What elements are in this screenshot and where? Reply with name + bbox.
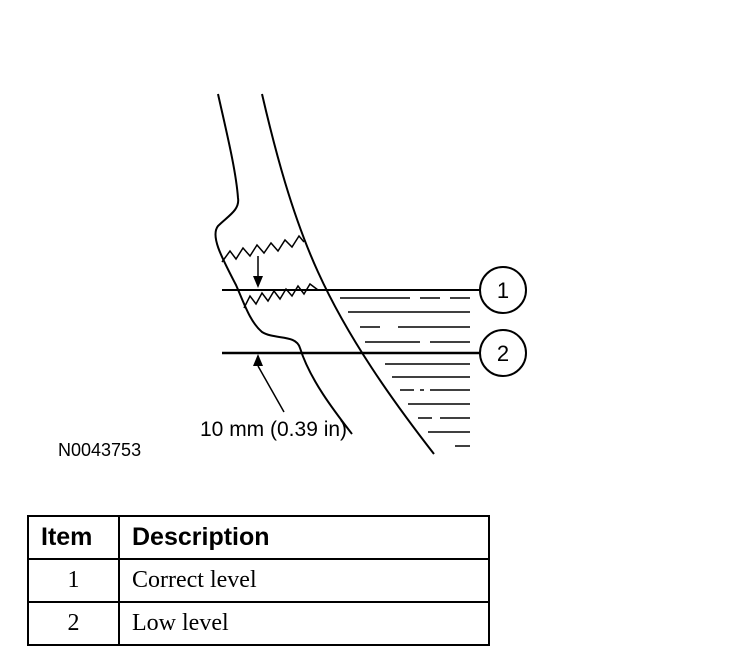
legend-table: Item Description 1 Correct level 2 Low l… xyxy=(27,515,490,646)
legend-item-description: Correct level xyxy=(118,558,490,603)
fluid-level-diagram: 1 2 10 mm (0.39 in) N0043753 xyxy=(58,93,527,460)
legend-header-row: Item Description xyxy=(27,515,490,560)
callout-1: 1 xyxy=(479,266,527,314)
legend-header-description: Description xyxy=(118,515,490,560)
lower-break-line xyxy=(243,282,319,309)
dimension-label: 10 mm (0.39 in) xyxy=(200,418,347,441)
table-row: 2 Low level xyxy=(27,601,490,646)
callout-2: 2 xyxy=(479,329,527,377)
legend-header-item: Item xyxy=(27,515,120,560)
dimension-arrow-head-down xyxy=(253,276,263,288)
container-outer-wall xyxy=(261,93,435,455)
dipstick-outline xyxy=(214,93,353,435)
fluid-hatching xyxy=(340,297,470,447)
dimension-arrow-head-up xyxy=(253,354,263,366)
legend-item-description: Low level xyxy=(118,601,490,646)
table-row: 1 Correct level xyxy=(27,558,490,603)
figure-code: N0043753 xyxy=(58,440,141,460)
callout-1-number: 1 xyxy=(497,278,509,303)
legend-item-number: 1 xyxy=(27,558,120,603)
dimension-leader-line xyxy=(257,365,285,413)
legend-item-number: 2 xyxy=(27,601,120,646)
callout-2-number: 2 xyxy=(497,341,509,366)
upper-break-line xyxy=(221,234,305,263)
